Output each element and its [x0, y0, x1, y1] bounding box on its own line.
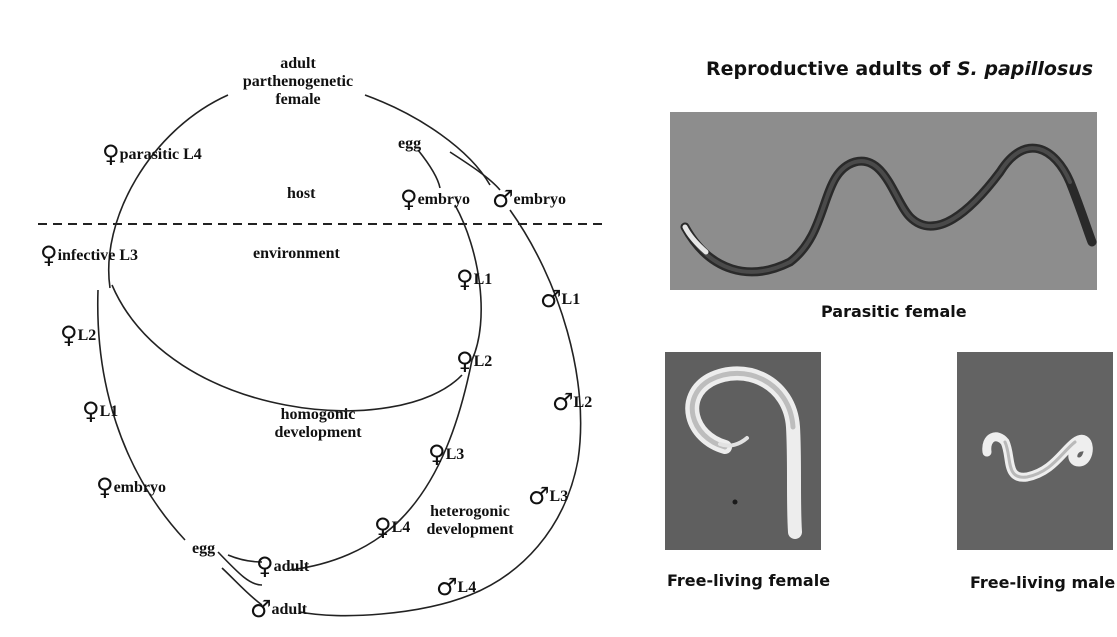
male-symbol: ♂ — [492, 185, 514, 213]
female-embryo-top-label: ♀embryo — [400, 190, 470, 209]
female-l4-label: ♀L4 — [374, 518, 410, 537]
female-symbol: ♀ — [400, 185, 418, 213]
female-symbol: ♀ — [96, 473, 114, 501]
male-symbol: ♂ — [552, 388, 574, 416]
female-l1-left-label: ♀L1 — [82, 402, 118, 421]
female-symbol: ♀ — [60, 321, 78, 349]
female-symbol: ♀ — [102, 140, 120, 168]
female-l1-right-label: ♀L1 — [456, 270, 492, 289]
homogonic-curve — [112, 285, 462, 411]
female-symbol: ♀ — [374, 513, 392, 541]
free-living-male-caption: Free-living male — [970, 573, 1115, 592]
egg-to-female-embryo — [418, 150, 440, 188]
male-l4-label: ♂L4 — [436, 578, 476, 597]
species-name: S. papillosus — [957, 58, 1093, 80]
female-symbol: ♀ — [456, 265, 474, 293]
male-symbol: ♂ — [436, 573, 458, 601]
male-l2-label: ♂L2 — [552, 393, 592, 412]
male-adult-label: ♂adult — [250, 600, 307, 619]
female-symbol: ♀ — [256, 552, 274, 580]
female-embryo-left-label: ♀embryo — [96, 478, 166, 497]
host-label: host — [287, 185, 315, 203]
adult-parthenogenetic-female-label: adult parthenogenetic female — [228, 55, 368, 109]
adult-line3: female — [228, 91, 368, 109]
male-symbol: ♂ — [540, 285, 562, 313]
environment-label: environment — [253, 245, 340, 263]
female-l2-right-label: ♀L2 — [456, 352, 492, 371]
parasitic-female-photo — [670, 112, 1097, 290]
homogonic-development-label: homogonic development — [258, 406, 378, 442]
parasitic-female-caption: Parasitic female — [821, 302, 967, 321]
free-living-male-photo — [957, 352, 1113, 550]
outer-cycle-arc-top — [365, 95, 490, 185]
male-l1-label: ♂L1 — [540, 290, 580, 309]
parasitic-l4-label: ♀parasitic L4 — [102, 145, 202, 164]
egg-bottom-label: egg — [192, 540, 215, 558]
panel-title: Reproductive adults of S. papillosus — [706, 58, 1093, 80]
adult-line2: parthenogenetic — [228, 73, 368, 91]
female-l2-left-label: ♀L2 — [60, 326, 96, 345]
female-symbol: ♀ — [40, 241, 58, 269]
free-living-female-caption: Free-living female — [667, 571, 830, 590]
male-symbol: ♂ — [528, 482, 550, 510]
female-symbol: ♀ — [82, 397, 100, 425]
male-symbol: ♂ — [250, 595, 272, 623]
infective-l3-label: ♀infective L3 — [40, 246, 138, 265]
male-embryo-top-label: ♂embryo — [492, 190, 566, 209]
free-living-female-photo — [665, 352, 821, 550]
female-adult-label: ♀adult — [256, 557, 309, 576]
adult-line1: adult — [228, 55, 368, 73]
egg-top-label: egg — [398, 135, 421, 153]
female-symbol: ♀ — [456, 347, 474, 375]
female-symbol: ♀ — [428, 440, 446, 468]
female-l3-label: ♀L3 — [428, 445, 464, 464]
heterogonic-development-label: heterogonic development — [415, 503, 525, 539]
male-l3-label: ♂L3 — [528, 487, 568, 506]
